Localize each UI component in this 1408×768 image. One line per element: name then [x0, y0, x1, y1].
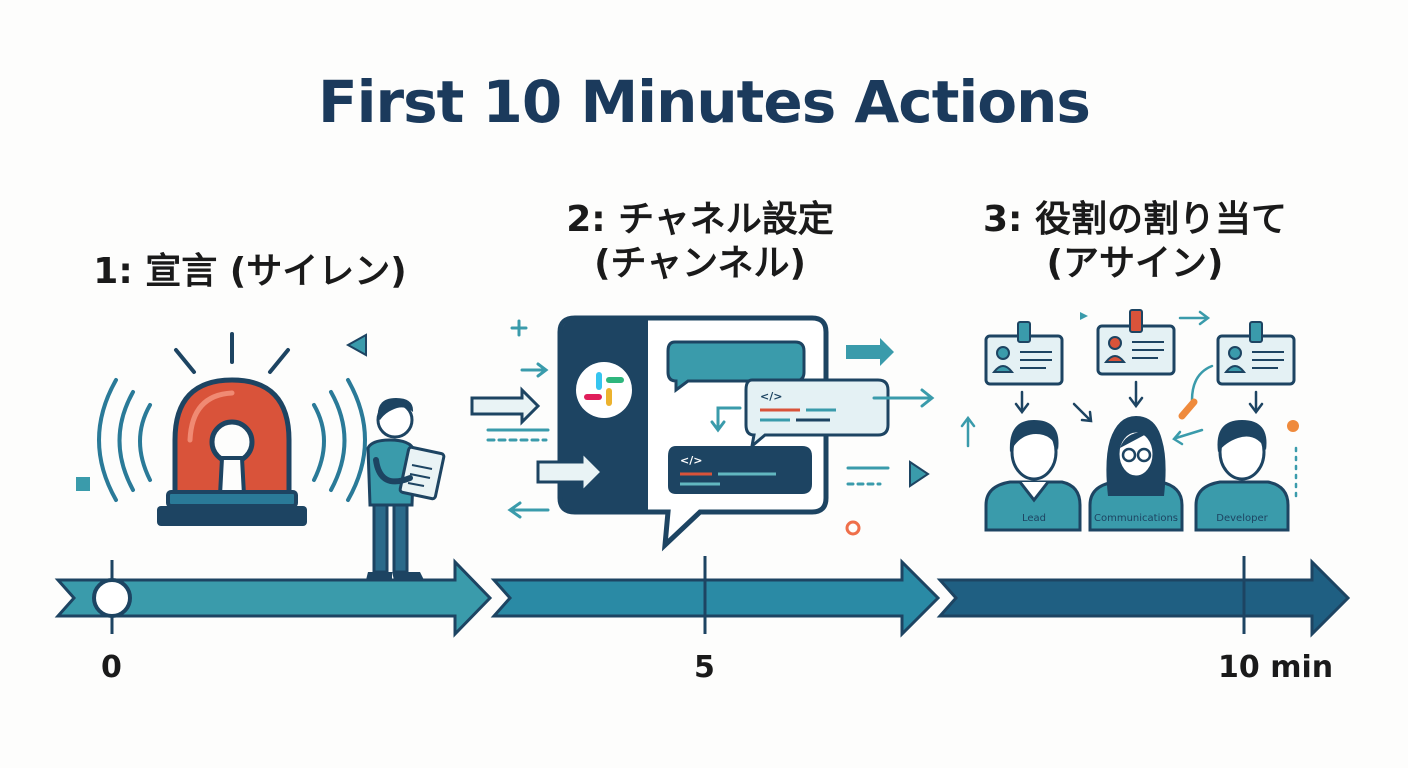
id-badge-icon: [984, 321, 1064, 386]
role-label-developer: Developer: [1216, 513, 1268, 524]
decor-lines: [960, 310, 1298, 502]
start-marker: [92, 578, 132, 618]
tick-label-0: 0: [101, 650, 122, 685]
decor-triangle: [345, 333, 367, 357]
role-label-communications: Communications: [1094, 513, 1178, 524]
code-tag-2: </>: [680, 454, 702, 467]
step-3-label-line1: 3: 役割の割り当て: [983, 199, 1287, 240]
arrow-icon: [470, 386, 541, 426]
person-avatar-icon: Lead: [984, 420, 1082, 532]
decor-triangle: [1080, 312, 1088, 320]
id-badge-icon: [1216, 321, 1296, 386]
id-badge-icon: [1096, 309, 1176, 376]
role-label-lead: Lead: [1022, 513, 1046, 524]
arrow-icon: [846, 338, 894, 366]
person-avatar-icon: Developer: [1194, 420, 1290, 532]
step-1-label-line1: 1: 宣言 (サイレン): [93, 251, 407, 292]
step-1-label: 1: 宣言 (サイレン): [40, 250, 460, 294]
decor-triangle: [909, 460, 930, 488]
step-3-label: 3: 役割の割り当て (アサイン): [935, 198, 1335, 286]
step-3-label-line2: (アサイン): [1046, 243, 1224, 284]
page-title: First 10 Minutes Actions: [318, 68, 1091, 136]
tick-label-5: 5: [694, 650, 715, 685]
timeline-arrow-segment-2: [490, 558, 941, 638]
link-icon: [1178, 398, 1198, 420]
slack-logo-icon: [576, 362, 632, 418]
timeline-arrow-segment-3: [936, 558, 1351, 638]
timeline: [54, 556, 1351, 638]
chat-window-icon: </> </>: [536, 315, 890, 552]
decor-lines: [486, 319, 935, 519]
step-2-label-line2: (チャンネル): [594, 243, 806, 284]
step-2-label: 2: チャネル設定 (チャンネル): [480, 198, 920, 286]
timeline-arrow-segment-1: [54, 558, 493, 638]
decor-circle: [845, 520, 861, 536]
step-2-label-line1: 2: チャネル設定: [566, 199, 834, 240]
decor-square: [76, 477, 90, 491]
person-avatar-icon: Communications: [1088, 416, 1184, 532]
siren-icon: [97, 332, 367, 526]
arrow-icon: [1014, 380, 1264, 423]
decor-dot: [1287, 420, 1299, 432]
code-tag-1: </>: [760, 390, 782, 403]
person-clipboard-icon: [366, 398, 446, 580]
tick-label-10: 10 min: [1218, 650, 1334, 685]
